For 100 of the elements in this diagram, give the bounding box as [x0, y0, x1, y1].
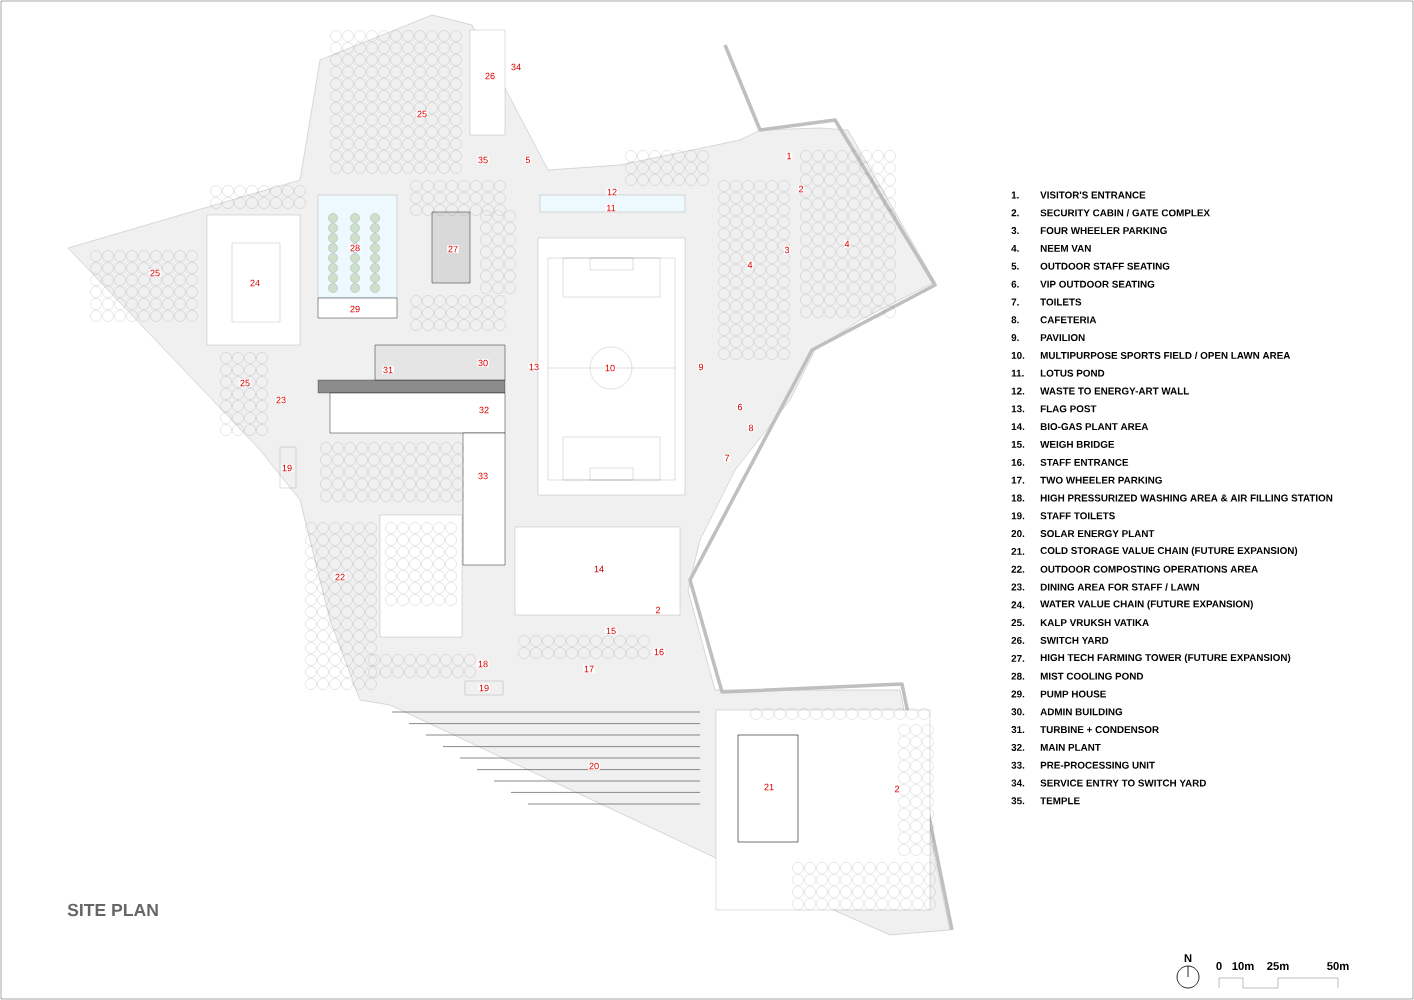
- key-number: 9.: [1011, 334, 1019, 342]
- callout-number: 18: [478, 660, 488, 668]
- callout-number: 2: [894, 785, 900, 793]
- key-text: KALP VRUKSH VATIKA: [1040, 619, 1149, 627]
- key-text: TEMPLE: [1040, 797, 1080, 805]
- key-text: ADMIN BUILDING: [1040, 708, 1123, 716]
- callout-number: 9: [698, 363, 704, 371]
- key-number: 29.: [1011, 690, 1025, 698]
- callout-number: 28: [350, 244, 360, 252]
- key-number: 16.: [1011, 458, 1025, 466]
- key-text: TURBINE + CONDENSOR: [1040, 726, 1159, 734]
- key-number: 10.: [1011, 351, 1025, 359]
- key-text: WASTE TO ENERGY-ART WALL: [1040, 387, 1189, 395]
- callout-number: 4: [844, 240, 850, 248]
- key-text: SWITCH YARD: [1040, 636, 1109, 644]
- callout-number: 27: [448, 245, 458, 253]
- key-number: 12.: [1011, 387, 1025, 395]
- callout-number: 33: [478, 472, 488, 480]
- callout-number: 21: [764, 783, 774, 791]
- key-number: 4.: [1011, 245, 1019, 252]
- callout-number: 17: [584, 665, 594, 673]
- key-number: 6.: [1011, 280, 1019, 288]
- key-text: STAFF ENTRANCE: [1040, 458, 1129, 466]
- key-text: MIST COOLING POND: [1040, 672, 1144, 680]
- callout-number: 22: [335, 573, 345, 581]
- key-text: PAVILION: [1040, 334, 1085, 342]
- callout-number: 11: [606, 204, 616, 212]
- callout-number: 26: [485, 72, 495, 80]
- callout-number: 19: [479, 684, 489, 692]
- key-text: SECURITY CABIN / GATE COMPLEX: [1040, 209, 1210, 217]
- callout-number: 15: [606, 627, 616, 635]
- callout-number: 3: [784, 246, 790, 254]
- key-number: 11.: [1011, 369, 1024, 377]
- key-text: MAIN PLANT: [1040, 744, 1101, 751]
- callout-number: 13: [529, 363, 539, 371]
- key-text: VIP OUTDOOR SEATING: [1040, 280, 1155, 288]
- callout-number: 16: [654, 648, 664, 656]
- key-text: OUTDOOR STAFF SEATING: [1040, 262, 1170, 270]
- scale-label: 0: [1216, 962, 1222, 970]
- key-text: TWO WHEELER PARKING: [1040, 476, 1162, 484]
- key-number: 2.: [1011, 209, 1019, 217]
- key-text: SOLAR ENERGY PLANT: [1040, 530, 1155, 538]
- key-text: HIGH TECH FARMING TOWER (FUTURE EXPANSION): [1040, 653, 1291, 663]
- key-number: 28.: [1011, 672, 1025, 680]
- key-number: 7.: [1011, 298, 1019, 306]
- callout-number: 12: [607, 188, 617, 196]
- callout-number: 24: [250, 279, 260, 287]
- callout-number: 7: [724, 454, 730, 462]
- key-number: 13.: [1011, 405, 1025, 413]
- north-letter: N: [1184, 954, 1192, 962]
- key-number: 24.: [1011, 601, 1025, 609]
- key-number: 14.: [1011, 423, 1025, 430]
- callout-number: 19: [282, 464, 292, 472]
- key-text: STAFF TOILETS: [1040, 512, 1115, 520]
- key-number: 19.: [1011, 512, 1025, 520]
- callout-number: 29: [350, 305, 360, 313]
- callout-number: 8: [748, 424, 754, 432]
- key-number: 23.: [1011, 583, 1025, 591]
- key-number: 22.: [1011, 565, 1025, 573]
- key-number: 30.: [1011, 708, 1025, 716]
- key-number: 15.: [1011, 440, 1025, 448]
- callout-number: 31: [383, 366, 393, 374]
- key-text: VISITOR'S ENTRANCE: [1040, 191, 1146, 199]
- key-number: 32.: [1011, 743, 1025, 751]
- callout-number: 5: [525, 156, 531, 164]
- key-text: TOILETS: [1040, 298, 1082, 306]
- callout-number: 2: [655, 606, 661, 614]
- callout-number: 20: [589, 762, 599, 770]
- key-text: BIO-GAS PLANT AREA: [1040, 423, 1149, 431]
- callout-number: 34: [511, 63, 521, 71]
- key-text: HIGH PRESSURIZED WASHING AREA & AIR FILLING STATION: [1040, 494, 1333, 502]
- key-text: WEIGH BRIDGE: [1040, 440, 1115, 448]
- key-number: 33.: [1011, 761, 1025, 769]
- callout-number: 25: [150, 269, 160, 277]
- key-number: 3.: [1011, 227, 1019, 235]
- key-text: FOUR WHEELER PARKING: [1040, 227, 1167, 235]
- scale-label: 10m: [1232, 962, 1254, 970]
- callout-number: 1: [787, 152, 792, 160]
- key-number: 31.: [1011, 726, 1025, 734]
- key-text: COLD STORAGE VALUE CHAIN (FUTURE EXPANSION): [1040, 546, 1298, 556]
- key-text: DINING AREA FOR STAFF / LAWN: [1040, 583, 1199, 591]
- key-number: 18.: [1011, 494, 1025, 502]
- key-number: 25.: [1011, 619, 1025, 627]
- callout-number: 6: [737, 403, 743, 411]
- key-number: 26.: [1011, 636, 1025, 644]
- callout-number: 2: [798, 185, 804, 193]
- callout-number: 4: [747, 261, 753, 269]
- key-text: CAFETERIA: [1040, 316, 1097, 324]
- key-text: OUTDOOR COMPOSTING OPERATIONS AREA: [1040, 565, 1258, 573]
- key-text: PRE-PROCESSING UNIT: [1040, 761, 1155, 769]
- title: SITE PLAN: [67, 903, 158, 917]
- key-number: 27.: [1011, 654, 1025, 662]
- callout-number: 32: [479, 406, 489, 414]
- key-number: 34.: [1011, 779, 1025, 787]
- key-number: 5.: [1011, 262, 1019, 270]
- key-text: SERVICE ENTRY TO SWITCH YARD: [1040, 779, 1206, 787]
- key-text: LOTUS POND: [1040, 369, 1105, 377]
- key-text: WATER VALUE CHAIN (FUTURE EXPANSION): [1040, 600, 1253, 610]
- key-number: 21.: [1011, 547, 1025, 555]
- callout-number: 30: [478, 359, 488, 367]
